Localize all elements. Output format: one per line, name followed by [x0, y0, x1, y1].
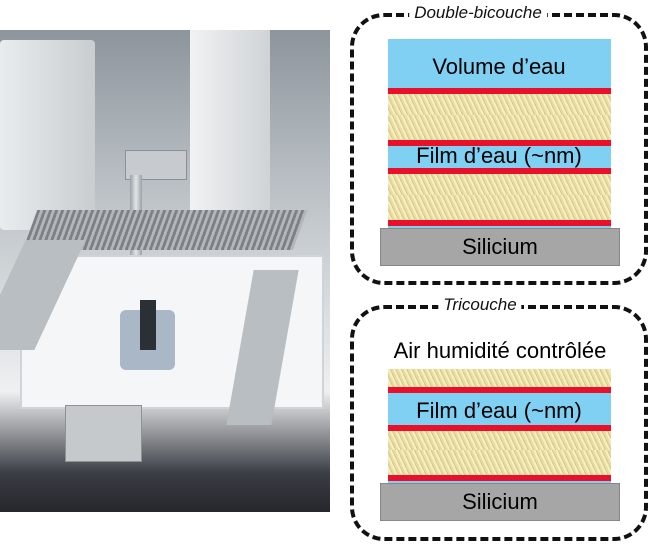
- instrument-photo: [0, 30, 330, 512]
- silicon-substrate: Silicium: [380, 228, 620, 266]
- silicon-substrate: Silicium: [380, 483, 620, 521]
- lipid-leaflet: [388, 195, 611, 226]
- lipid-leaflet: [388, 369, 611, 393]
- water-volume-label: Volume d’eau: [432, 54, 566, 79]
- water-film-label: Film d’eau (~nm): [416, 143, 582, 168]
- instrument-column: [190, 30, 270, 235]
- lipid-leaflet: [388, 450, 611, 481]
- sample: [140, 300, 156, 350]
- bilayer-panel-title: Double-bicouche: [409, 3, 547, 23]
- water-film-label: Film d’eau (~nm): [416, 398, 582, 423]
- lipid-leaflet: [388, 88, 611, 119]
- mount-block: [65, 405, 142, 462]
- lipid-leaflet: [388, 115, 611, 146]
- humid-air-label: Air humidité contrôlée: [393, 338, 607, 363]
- instrument-housing: [0, 40, 95, 230]
- trilayer-panel-title: Tricouche: [438, 295, 522, 315]
- lipid-leaflet: [388, 168, 611, 199]
